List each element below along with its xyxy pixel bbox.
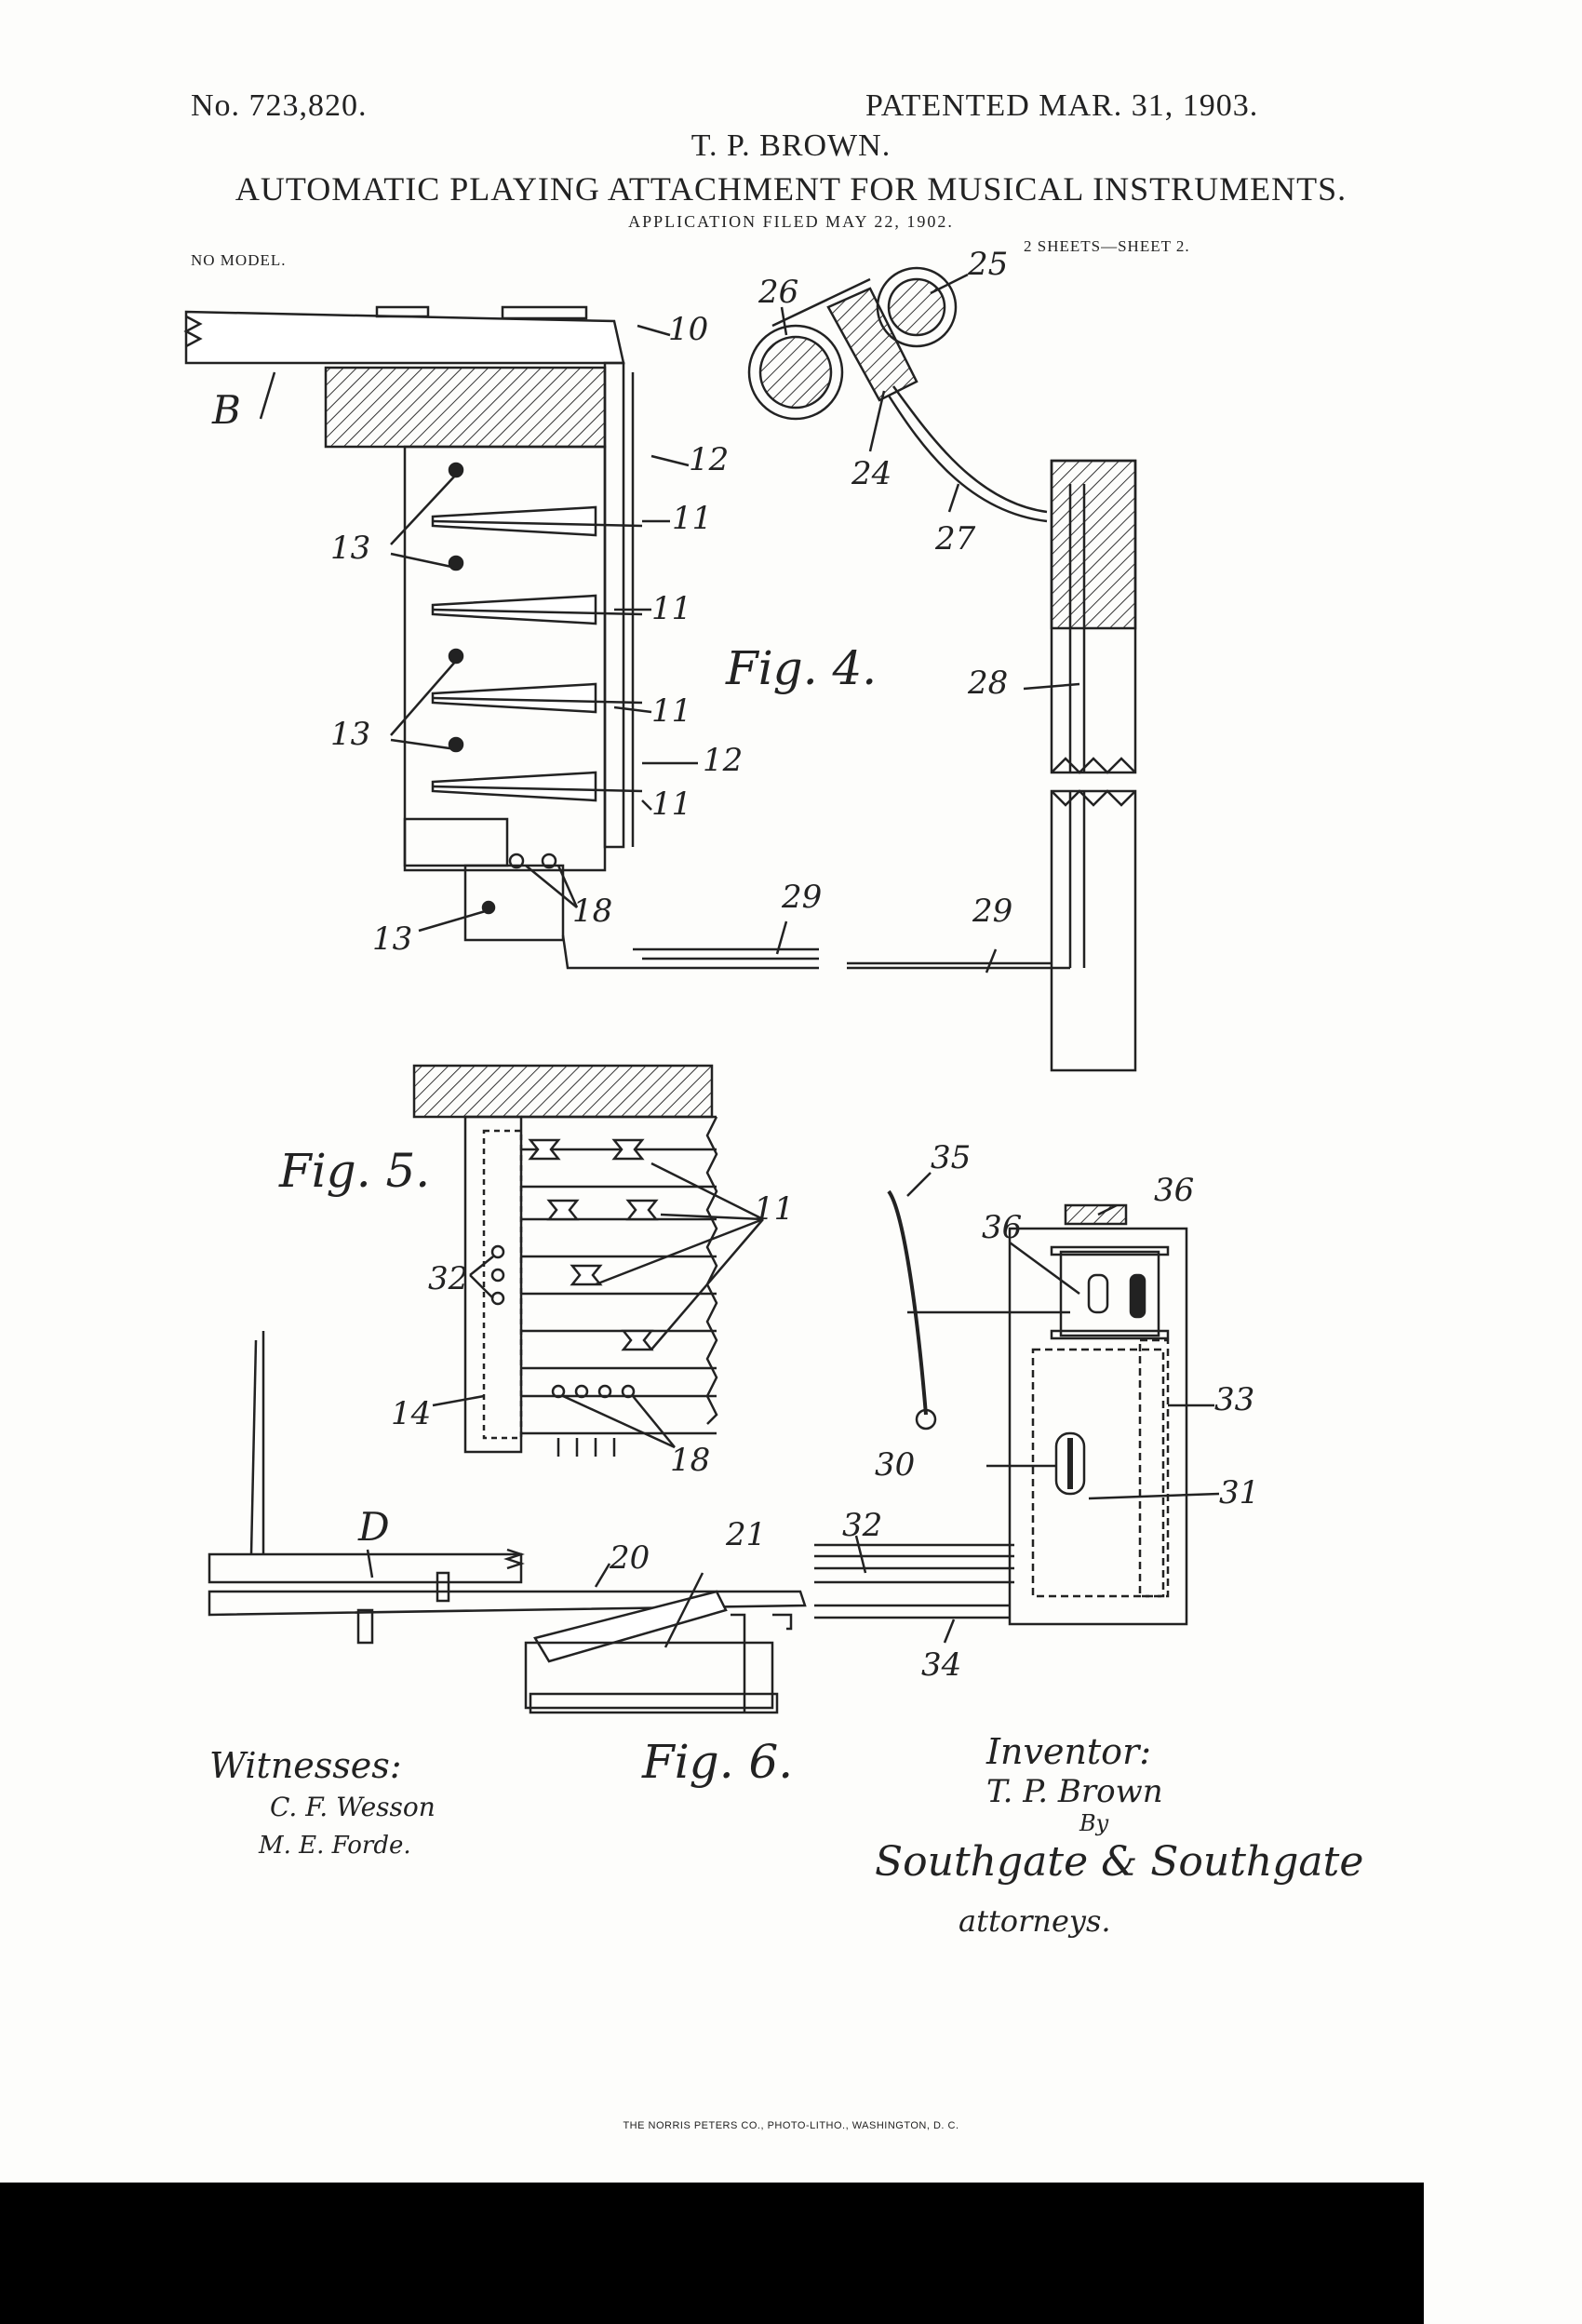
ref-13-a: 13 (330, 530, 370, 567)
patent-number: No. 723,820. (191, 88, 368, 123)
ref-12-top: 12 (689, 441, 729, 478)
witness-signature-1: C. F. Wesson (270, 1792, 436, 1822)
ref-35: 35 (931, 1139, 971, 1176)
fig6-pedal (208, 1331, 807, 1714)
ref-18-fig5: 18 (670, 1442, 710, 1479)
witnesses-label: Witnesses: (209, 1745, 402, 1786)
ref-11-b: 11 (651, 590, 691, 627)
sheet-count: 2 SHEETS—SHEET 2. (1024, 237, 1190, 255)
ref-33: 33 (1214, 1381, 1254, 1418)
patent-drawing: Fig. 4. Fig. 5. Fig. 6. 10 12 11 11 11 1… (183, 246, 1259, 1789)
ref-25: 25 (967, 246, 1008, 283)
ref-14: 14 (391, 1395, 431, 1432)
ref-36-a: 36 (1154, 1172, 1194, 1209)
ref-13-c: 13 (372, 920, 412, 958)
inventor-signature: T. P. Brown (986, 1773, 1163, 1810)
fig5-label: Fig. 5. (278, 1144, 430, 1198)
ref-29-right: 29 (972, 893, 1012, 930)
ref-32-fig6: 32 (842, 1507, 882, 1544)
ref-letter-d: D (357, 1504, 390, 1550)
ref-11-fig5: 11 (754, 1190, 794, 1228)
printer-credit: THE NORRIS PETERS CO., PHOTO-LITHO., WAS… (623, 2120, 959, 2131)
witness-signature-2: M. E. Forde. (259, 1832, 411, 1860)
ref-30: 30 (875, 1446, 915, 1484)
ref-28: 28 (967, 665, 1008, 702)
ref-12-bottom: 12 (703, 742, 743, 779)
ref-20: 20 (609, 1539, 650, 1577)
inventor-label: Inventor: (986, 1731, 1152, 1772)
ref-11-d: 11 (651, 786, 691, 823)
model-note: NO MODEL. (191, 251, 287, 269)
application-date: APPLICATION FILED MAY 22, 1902. (628, 212, 954, 231)
ref-31: 31 (1219, 1474, 1259, 1511)
ref-10: 10 (668, 311, 708, 348)
ref-26: 26 (757, 274, 798, 311)
ref-24: 24 (851, 455, 892, 492)
ref-11-c: 11 (651, 692, 691, 730)
ref-34: 34 (921, 1646, 961, 1684)
ref-32-fig5: 32 (428, 1260, 468, 1297)
fig6-label: Fig. 6. (641, 1735, 793, 1789)
ref-21: 21 (725, 1516, 766, 1553)
patent-title: AUTOMATIC PLAYING ATTACHMENT FOR MUSICAL… (235, 170, 1347, 208)
fig4-mechanism (183, 305, 819, 970)
ref-27: 27 (934, 520, 976, 557)
attorney-signature: Southgate & Southgate (875, 1838, 1364, 1886)
ref-13-b: 13 (330, 716, 370, 753)
attorneys-label: attorneys. (959, 1903, 1111, 1939)
ref-letter-b: B (211, 387, 241, 433)
fig5-mechanism (412, 1064, 764, 1457)
ref-11-a: 11 (672, 500, 712, 537)
ref-29-left: 29 (781, 879, 822, 916)
ref-18: 18 (572, 893, 612, 930)
inventor-header: T. P. BROWN. (690, 128, 892, 163)
fig6-valve (814, 1172, 1220, 1644)
ref-36-b: 36 (982, 1209, 1022, 1246)
by-label: By (1079, 1810, 1109, 1836)
fig4-spools (747, 266, 1137, 1072)
scan-border (0, 2183, 1424, 2324)
fig4-label: Fig. 4. (725, 641, 877, 695)
patent-date: PATENTED MAR. 31, 1903. (865, 88, 1259, 123)
